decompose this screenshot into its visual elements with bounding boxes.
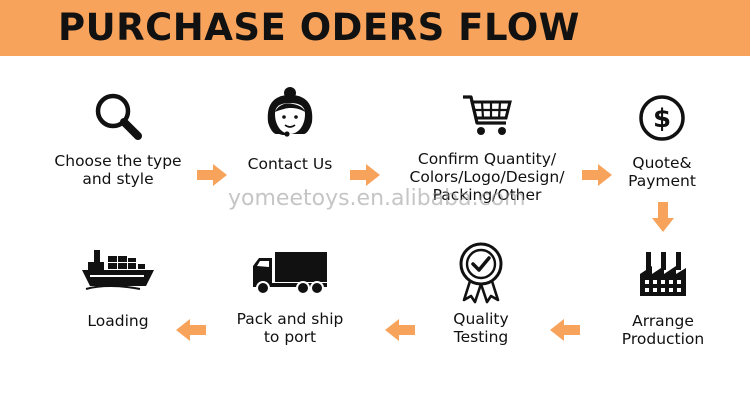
step-contact-us: Contact Us	[235, 84, 345, 173]
step-label: Arrange Production	[621, 312, 705, 348]
arrow-right-icon	[197, 164, 227, 186]
dollar-coin-icon: $	[639, 95, 685, 141]
arrow-right-icon	[582, 164, 612, 186]
factory-icon	[640, 252, 686, 296]
step-confirm-details: Confirm Quantity/ Colors/Logo/Design/ Pa…	[392, 92, 582, 204]
magnifier-icon	[95, 93, 142, 140]
step-loading: Loading	[68, 248, 168, 330]
svg-text:$: $	[653, 104, 671, 134]
step-label: Quote& Payment	[628, 154, 696, 190]
step-label: Contact Us	[247, 155, 333, 173]
shopping-cart-icon	[463, 95, 512, 135]
step-pack-ship: Pack and ship to port	[226, 250, 354, 346]
quality-badge-icon	[459, 242, 503, 304]
step-label: Confirm Quantity/ Colors/Logo/Design/ Pa…	[409, 150, 565, 204]
arrow-right-icon	[350, 164, 380, 186]
title-banner: PURCHASE ODERS FLOW	[0, 0, 750, 56]
arrow-left-icon	[176, 319, 206, 341]
step-label: Loading	[87, 312, 149, 330]
arrow-left-icon	[385, 319, 415, 341]
truck-icon	[253, 252, 327, 294]
step-label: Choose the type and style	[54, 152, 182, 188]
support-agent-icon	[267, 87, 313, 137]
step-quote-payment: $ Quote& Payment	[612, 94, 712, 190]
step-quality-testing: Quality Testing	[431, 242, 531, 346]
cargo-ship-icon	[82, 250, 154, 290]
step-label: Quality Testing	[453, 310, 509, 346]
watermark: yomeetoys.en.alibaba.com	[228, 186, 526, 211]
arrow-down-icon	[652, 202, 674, 232]
page-title: PURCHASE ODERS FLOW	[58, 6, 580, 49]
arrow-left-icon	[550, 319, 580, 341]
step-choose-type: Choose the type and style	[48, 90, 188, 188]
step-arrange-production: Arrange Production	[608, 250, 718, 348]
step-label: Pack and ship to port	[236, 310, 344, 346]
